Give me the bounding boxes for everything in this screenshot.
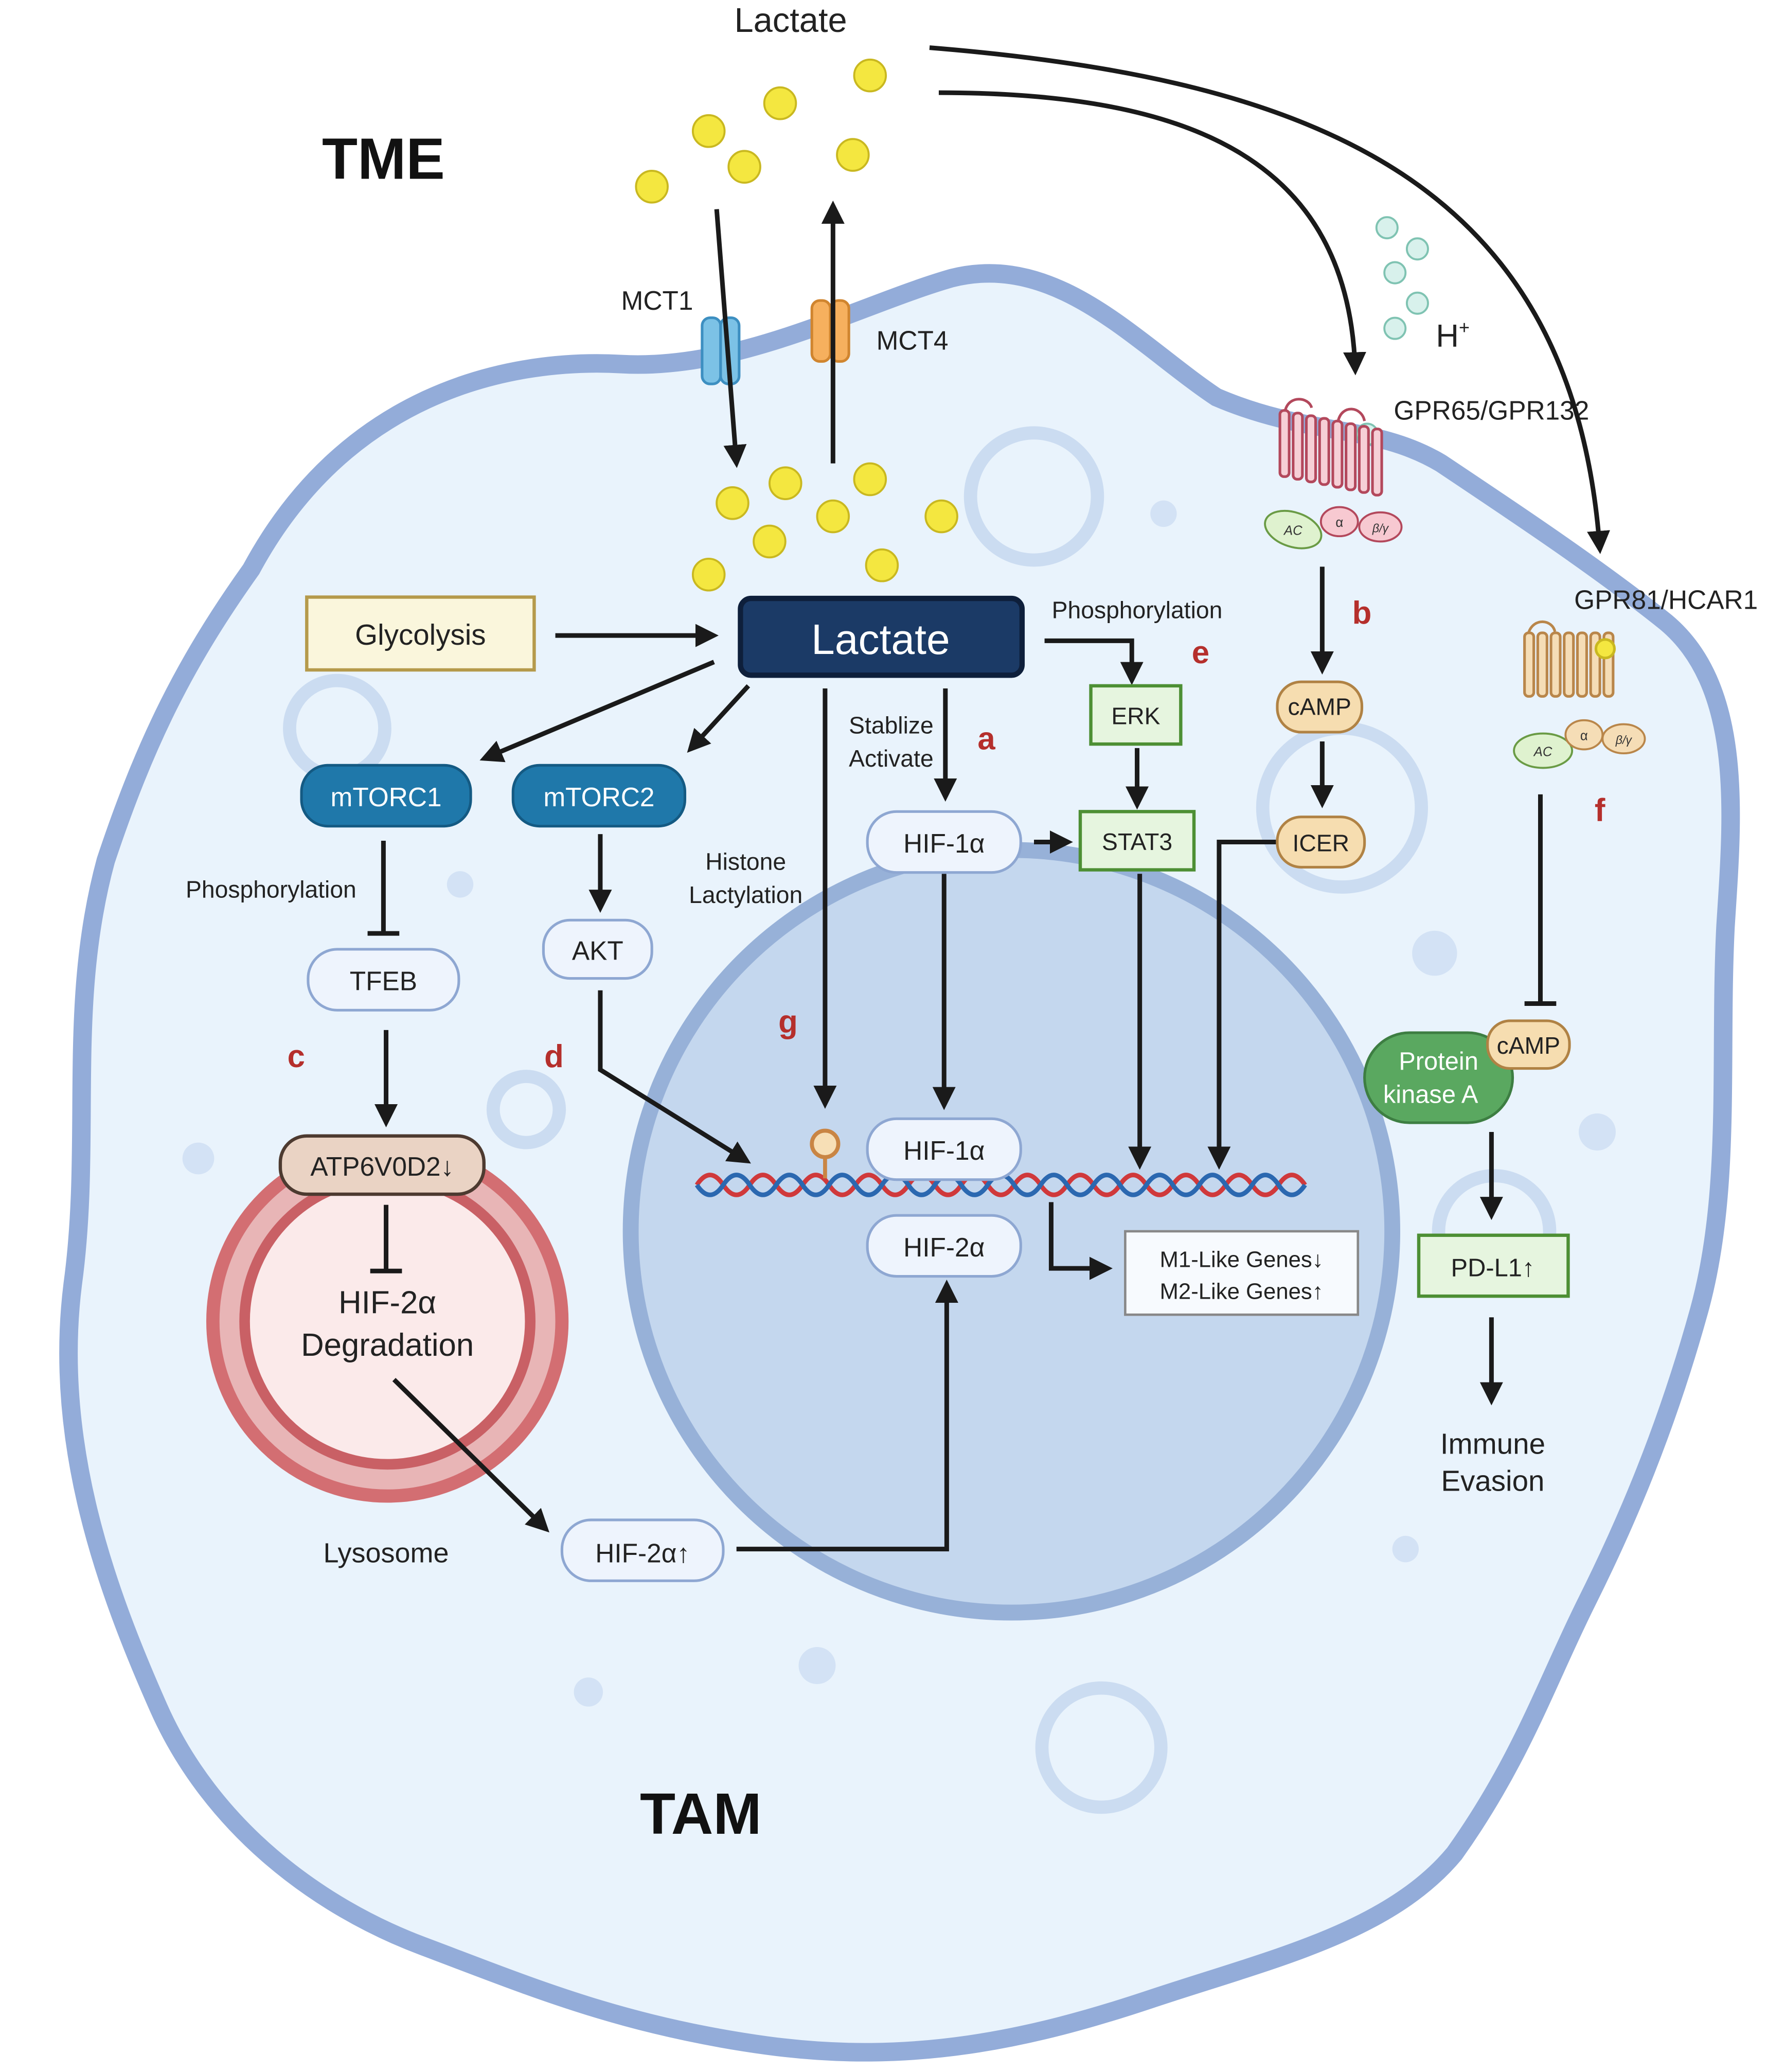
svg-text:cAMP: cAMP — [1288, 693, 1351, 720]
phosphorylation-erk-label: Phosphorylation — [1052, 597, 1223, 624]
hif1a-nucleus-node: HIF-1α — [866, 1117, 1022, 1181]
immune-evasion-line1: Immune — [1440, 1427, 1545, 1460]
immune-evasion-line2: Evasion — [1441, 1464, 1544, 1497]
letter-e: e — [1192, 635, 1209, 670]
svg-text:α: α — [1580, 729, 1588, 743]
activate-label: Activate — [849, 745, 934, 772]
atp6v0d2-node: ATP6V0D2↓ — [278, 1134, 486, 1196]
camp-node-gpr65: cAMP — [1276, 680, 1364, 734]
svg-text:ATP6V0D2↓: ATP6V0D2↓ — [310, 1152, 454, 1181]
protein-kinase-a-node: Protein kinase A — [1363, 1031, 1514, 1124]
lactate-molecules-intracellular — [691, 462, 958, 592]
tfeb-node: TFEB — [307, 948, 460, 1012]
icer-node: ICER — [1276, 816, 1366, 869]
mtorc1-node: mTORC1 — [300, 764, 472, 828]
svg-text:kinase A: kinase A — [1383, 1081, 1478, 1108]
lactate-tme-label: Lactate — [734, 1, 847, 40]
hif2a-nucleus-node: HIF-2α — [866, 1214, 1022, 1278]
camp-node-gpr81: cAMP — [1486, 1019, 1571, 1070]
gpr81-receptor — [1523, 620, 1616, 698]
hif1a-cytoplasm-node: HIF-1α — [866, 810, 1022, 874]
m1-genes-label: M1-Like Genes↓ — [1160, 1247, 1324, 1272]
phosphorylation-tfeb-label: Phosphorylation — [186, 876, 356, 903]
svg-text:AC: AC — [1533, 745, 1552, 759]
tam-label: TAM — [640, 1781, 762, 1846]
svg-text:ICER: ICER — [1293, 830, 1350, 857]
svg-text:β/γ: β/γ — [1372, 521, 1389, 535]
lysosome-label: Lysosome — [324, 1537, 449, 1568]
mtorc2-node: mTORC2 — [511, 764, 687, 828]
arrows — [374, 45, 1610, 1552]
svg-text:HIF-2α: HIF-2α — [903, 1232, 985, 1262]
erk-node: ERK — [1089, 684, 1183, 746]
glycolysis-node: Glycolysis — [305, 595, 536, 672]
stabilize-label: Stablize — [849, 712, 934, 739]
gpr65-receptor — [1278, 398, 1383, 497]
lysosome — [206, 1140, 569, 1503]
gpr81-label: GPR81/HCAR1 — [1574, 585, 1758, 615]
mct1-transporter — [701, 316, 741, 385]
svg-text:HIF-1α: HIF-1α — [903, 1136, 985, 1165]
letter-f: f — [1595, 792, 1605, 828]
gpr81-g-protein: AC α β/γ — [1513, 719, 1646, 769]
letter-c: c — [288, 1039, 305, 1074]
svg-text:α: α — [1335, 516, 1343, 530]
svg-text:ERK: ERK — [1111, 702, 1160, 729]
svg-text:β/γ: β/γ — [1615, 733, 1633, 747]
letter-a: a — [977, 721, 995, 756]
svg-text:STAT3: STAT3 — [1102, 828, 1172, 855]
lactylation-label: Lactylation — [689, 881, 802, 908]
stat3-node: STAT3 — [1078, 810, 1196, 872]
akt-node: AKT — [542, 918, 653, 980]
svg-text:Protein: Protein — [1399, 1048, 1478, 1075]
svg-text:cAMP: cAMP — [1497, 1032, 1560, 1059]
m2-genes-label: M2-Like Genes↑ — [1160, 1279, 1324, 1304]
svg-text:Glycolysis: Glycolysis — [355, 618, 486, 651]
histone-label: Histone — [705, 848, 786, 875]
mct4-transporter — [810, 299, 850, 363]
gene-expression-box: M1-Like Genes↓ M2-Like Genes↑ — [1124, 1230, 1360, 1316]
hif2a-up-node: HIF-2α↑ — [560, 1518, 725, 1582]
tme-label: TME — [322, 126, 445, 191]
letter-g: g — [778, 1004, 798, 1040]
mct1-label: MCT1 — [621, 286, 693, 315]
svg-text:Lactate: Lactate — [811, 616, 950, 663]
hif2a-degradation-line2: Degradation — [301, 1327, 474, 1363]
svg-text:PD-L1↑: PD-L1↑ — [1451, 1254, 1535, 1282]
svg-text:HIF-2α↑: HIF-2α↑ — [595, 1538, 690, 1568]
h-plus-label: H+ — [1436, 316, 1470, 354]
gpr65-g-protein: AC α β/γ — [1264, 506, 1403, 550]
svg-text:HIF-1α: HIF-1α — [903, 828, 985, 858]
letter-d: d — [544, 1039, 564, 1074]
pdl1-node: PD-L1↑ — [1417, 1233, 1570, 1298]
inhibition-lines — [367, 794, 1557, 1273]
lactyl-mark — [810, 1128, 841, 1179]
mct4-label: MCT4 — [877, 325, 949, 355]
letter-b: b — [1352, 595, 1372, 631]
hif2a-degradation-line1: HIF-2α — [338, 1285, 436, 1321]
svg-text:mTORC1: mTORC1 — [331, 782, 442, 812]
svg-text:AC: AC — [1283, 524, 1302, 538]
svg-text:TFEB: TFEB — [350, 966, 417, 996]
lactate-molecules-extracellular — [635, 58, 887, 204]
gpr65-label: GPR65/GPR132 — [1394, 396, 1589, 426]
proton-molecules — [1355, 216, 1429, 446]
lactate-hub-node: Lactate — [738, 595, 1025, 678]
svg-text:mTORC2: mTORC2 — [543, 782, 654, 812]
svg-text:AKT: AKT — [572, 936, 623, 966]
